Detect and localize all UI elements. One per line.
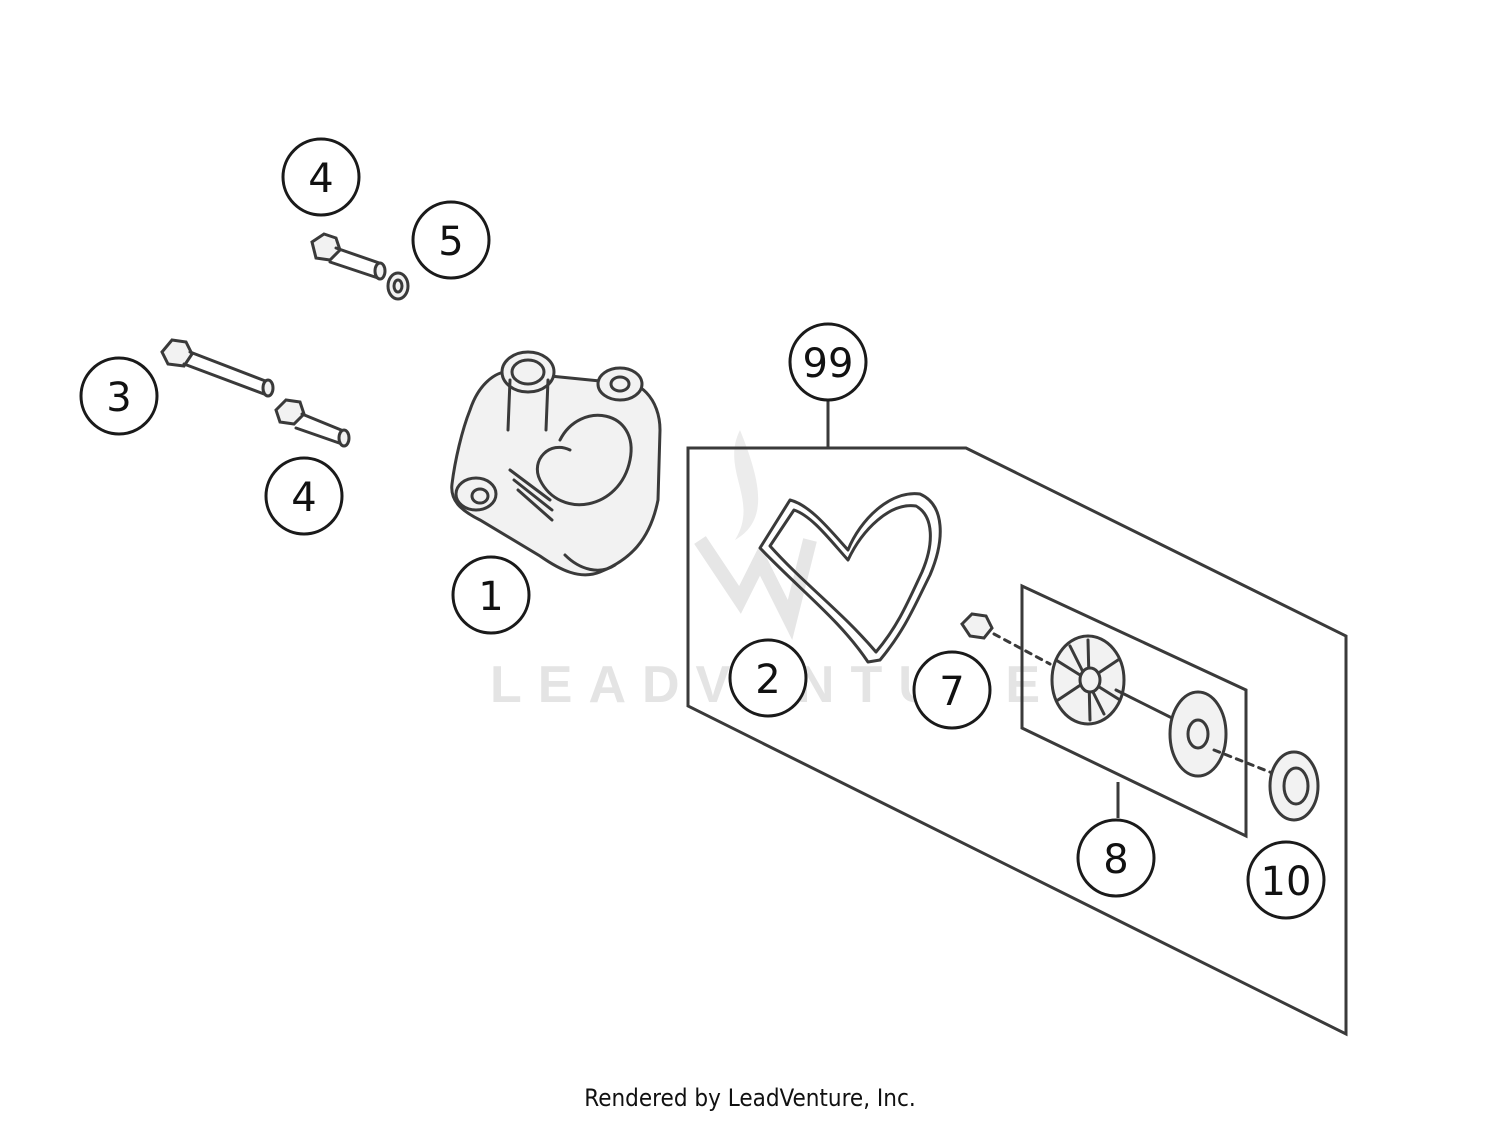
callout-label: 4 bbox=[308, 156, 333, 202]
nut-part bbox=[960, 612, 1052, 666]
repair-kit-outline bbox=[686, 400, 1348, 1037]
callout-5: 5 bbox=[411, 200, 491, 280]
callout-10: 10 bbox=[1246, 840, 1326, 920]
callout-label: 3 bbox=[106, 375, 131, 421]
bolt-lower-part bbox=[274, 398, 351, 448]
callout-4-bottom: 4 bbox=[264, 456, 344, 536]
water-pump-cover-part bbox=[450, 350, 662, 577]
callout-label: 5 bbox=[438, 219, 463, 265]
callout-1: 1 bbox=[451, 555, 531, 635]
long-bolt-part bbox=[160, 338, 275, 398]
callout-8: 8 bbox=[1076, 818, 1156, 898]
callout-2: 2 bbox=[728, 638, 808, 718]
callout-label: 10 bbox=[1261, 859, 1312, 905]
callout-label: 1 bbox=[478, 574, 503, 620]
render-credit: Rendered by LeadVenture, Inc. bbox=[584, 1084, 916, 1112]
callout-label: 7 bbox=[939, 669, 964, 715]
callout-7: 7 bbox=[912, 650, 992, 730]
callout-4-top: 4 bbox=[281, 137, 361, 217]
callout-label: 99 bbox=[803, 341, 854, 387]
callout-label: 2 bbox=[755, 657, 780, 703]
callout-label: 4 bbox=[291, 475, 316, 521]
gasket-part bbox=[758, 492, 942, 664]
callout-3: 3 bbox=[79, 356, 159, 436]
shaft-seal-part bbox=[1268, 750, 1320, 822]
impeller-subkit bbox=[1020, 583, 1282, 839]
washer-part bbox=[386, 271, 410, 301]
callout-99: 99 bbox=[788, 322, 868, 402]
bolt-top-part bbox=[310, 232, 387, 281]
callout-label: 8 bbox=[1103, 837, 1128, 883]
